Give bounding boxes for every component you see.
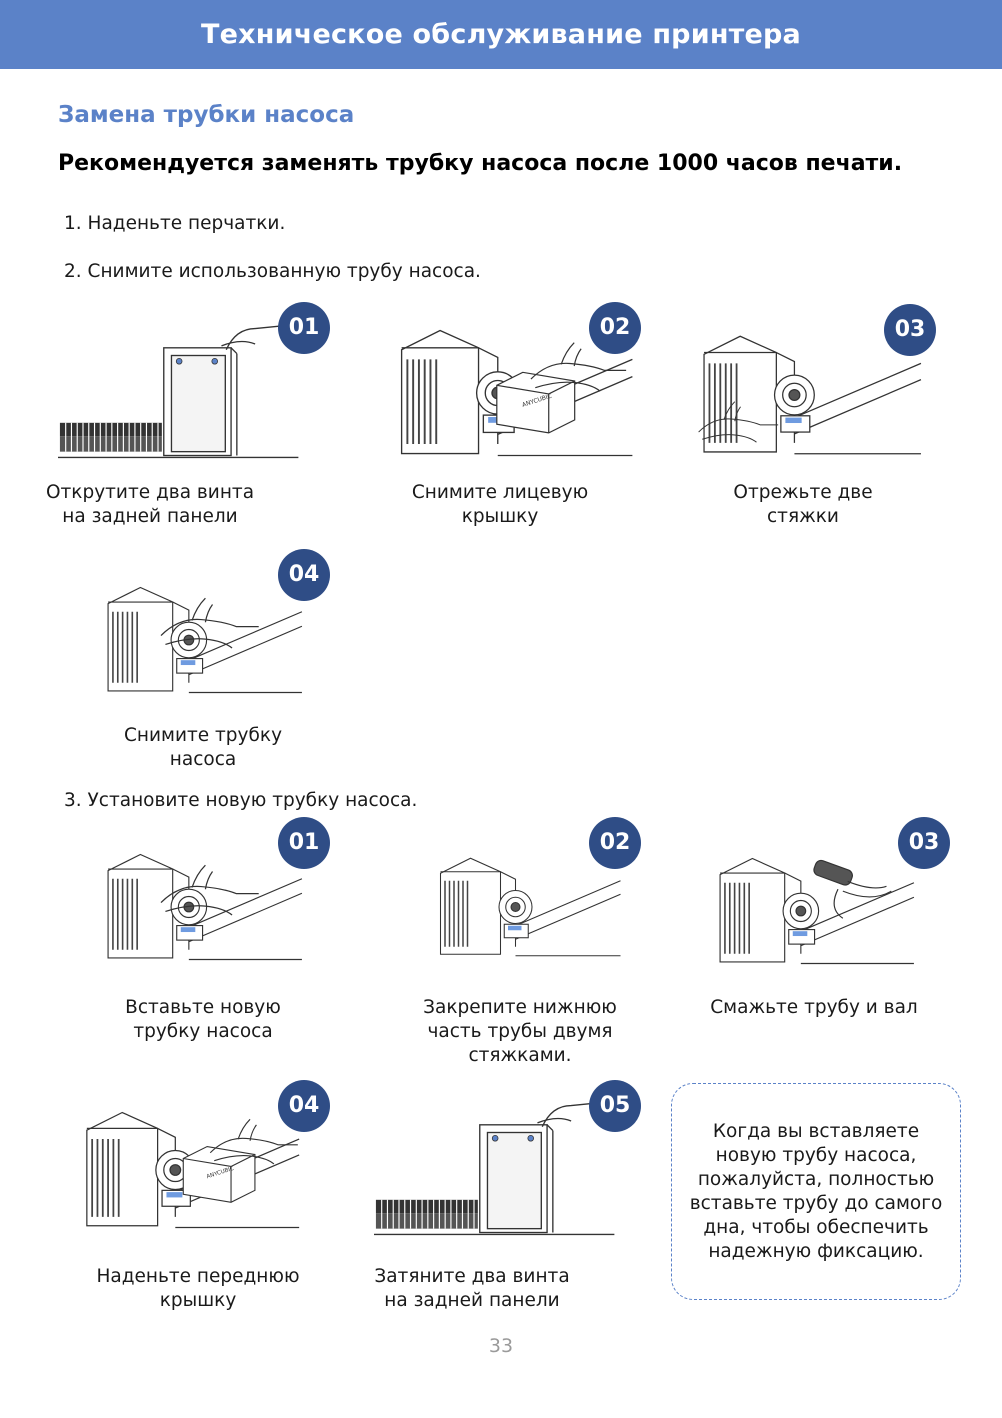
install-badge-1: 01 [278,817,330,869]
caption-line: крышку [159,1290,237,1311]
install-caption-5: Затяните два винта на задней панели [352,1265,592,1313]
caption-line: стяжками. [468,1045,572,1066]
section-title: Замена трубки насоса [58,102,355,128]
removal-caption-2: Снимите лицевую крышку [380,481,620,529]
caption-line: Затяните два винта [374,1266,570,1287]
install-caption-1: Вставьте новую трубку насоса [83,996,323,1044]
install-caption-4: Наденьте переднюю крышку [58,1265,338,1313]
install-illustration-4 [78,1095,308,1245]
caption-line: часть трубы двумя [427,1021,613,1042]
caption-line: Отрежьте две [733,482,873,503]
caption-line: на задней панели [384,1290,560,1311]
put-cover-icon [78,1095,308,1245]
install-badge-3: 03 [898,817,950,869]
install-caption-3: Смажьте трубу и вал [684,996,944,1020]
removal-illustration-4 [100,565,310,715]
removal-badge-4: 04 [278,549,330,601]
caption-line: Смажьте трубу и вал [710,997,918,1018]
printer-back-screws-icon [58,318,308,468]
removal-badge-3: 03 [884,304,936,356]
tighten-screws-icon [374,1095,624,1245]
install-badge-5: 05 [589,1080,641,1132]
note-line: надежную фиксацию. [708,1240,924,1262]
insert-tube-icon [100,832,310,982]
caption-line: Закрепите нижнюю [423,997,617,1018]
note-box: Когда вы вставляете новую трубу насоса, … [671,1083,961,1300]
install-illustration-5 [374,1095,624,1245]
remove-tube-icon [100,565,310,715]
caption-line: насоса [169,749,237,770]
caption-line: Вставьте новую [125,997,281,1018]
page-header: Техническое обслуживание принтера [0,0,1002,69]
note-line: новую трубу насоса, [715,1144,917,1166]
page-number: 33 [488,1335,514,1357]
caption-line: Открутите два винта [45,482,255,503]
install-illustration-3 [712,840,922,982]
step-3-text: 3. Установите новую трубку насоса. [64,790,418,811]
note-line: Когда вы вставляете [712,1120,920,1142]
removal-illustration-1 [58,318,308,468]
caption-line: на задней панели [62,506,238,527]
install-badge-4: 04 [278,1080,330,1132]
header-title: Техническое обслуживание принтера [201,19,801,50]
note-line: вставьте трубу до самого [689,1192,943,1214]
note-line: пожалуйста, полностью [697,1168,935,1190]
caption-line: трубку насоса [133,1021,273,1042]
note-text: Когда вы вставляете новую трубу насоса, … [690,1120,943,1264]
removal-badge-1: 01 [278,302,330,354]
caption-line: стяжки [767,506,839,527]
caption-line: крышку [461,506,539,527]
install-badge-2: 02 [589,817,641,869]
step-2-text: 2. Снимите использованную трубу насоса. [64,261,481,282]
removal-caption-3: Отрежьте две стяжки [683,481,923,529]
removal-caption-1: Открутите два винта на задней панели [30,481,270,529]
caption-line: Снимите лицевую [411,482,589,503]
caption-line: Снимите трубку [123,725,283,746]
step-1-text: 1. Наденьте перчатки. [64,213,286,234]
lubricate-brush-icon [712,840,922,982]
recommendation-text: Рекомендуется заменять трубку насоса пос… [58,151,903,176]
removal-badge-2: 02 [589,302,641,354]
caption-line: Наденьте переднюю [96,1266,300,1287]
install-illustration-1 [100,832,310,982]
install-caption-2: Закрепите нижнюю часть трубы двумя стяжк… [390,996,650,1068]
removal-caption-4: Снимите трубку насоса [83,724,323,772]
note-line: дна, чтобы обеспечить [703,1216,929,1238]
